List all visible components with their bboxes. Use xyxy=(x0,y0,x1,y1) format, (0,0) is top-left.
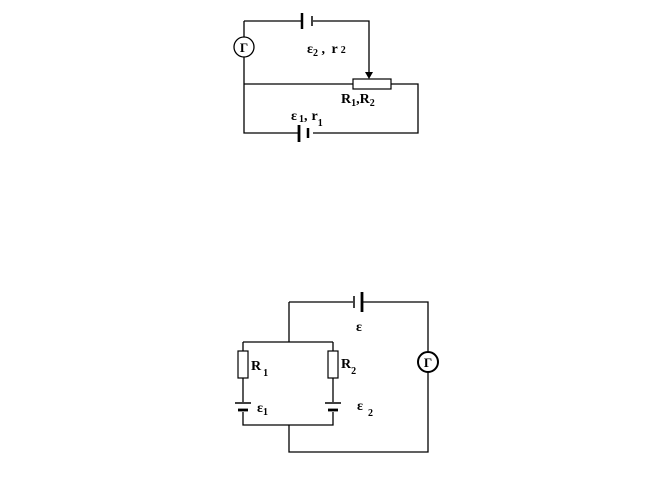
bottom-wire-top xyxy=(288,301,429,453)
slider-arrow-icon xyxy=(365,72,373,79)
resistor-1-icon xyxy=(237,350,249,379)
galvanometer-bottom-symbol: Γ xyxy=(424,355,432,370)
rheostat-icon xyxy=(352,78,392,90)
galvanometer-bottom-icon xyxy=(417,351,439,373)
bottom-wire-right-branch xyxy=(289,342,334,426)
galvanometer-top-icon xyxy=(233,36,255,58)
cell-1-label: ε1 xyxy=(257,401,268,418)
top-wire-middle xyxy=(244,83,419,134)
top-wire-lower xyxy=(243,84,298,134)
top-wire-upper xyxy=(244,20,370,76)
source-main-label: ε xyxy=(356,320,362,335)
resistor-2-icon xyxy=(327,350,339,379)
bottom-wire-left-branch xyxy=(242,302,333,426)
rheostat-label: R1,R2 xyxy=(341,92,375,109)
galvanometer-top-symbol: Γ xyxy=(240,40,248,55)
resistor-2-label: R2 xyxy=(341,357,356,377)
